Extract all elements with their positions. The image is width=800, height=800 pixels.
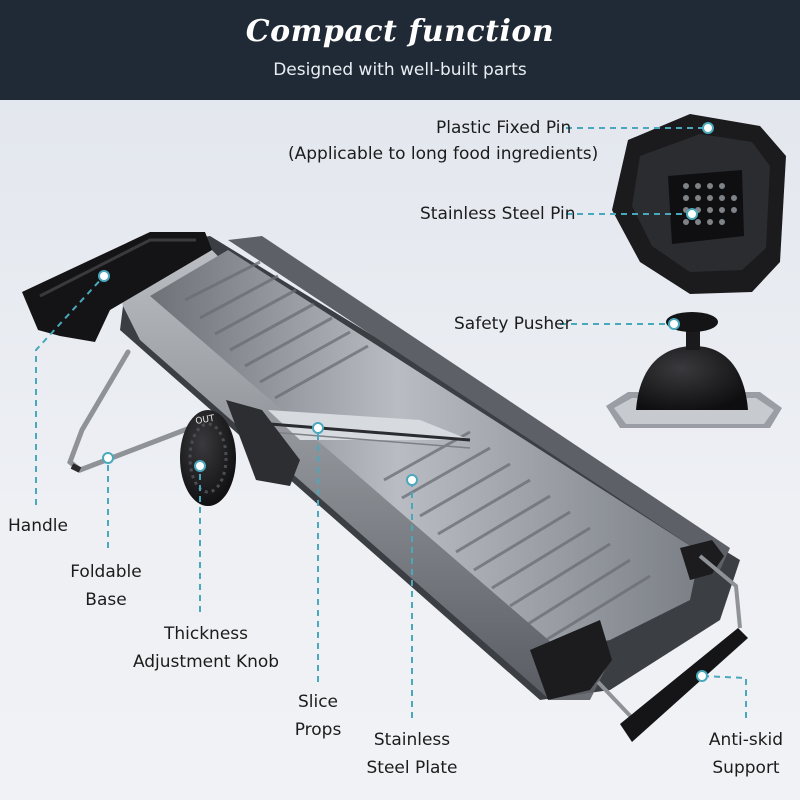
label-plastic-fixed-pin-note: (Applicable to long food ingredients) (288, 144, 599, 164)
leader-lines (35, 127, 747, 718)
label-handle: Handle (8, 516, 68, 536)
label-foldable-base-line1: Foldable (70, 562, 142, 582)
label-plastic-fixed-pin: Plastic Fixed Pin (436, 118, 572, 138)
dot-safety-pusher (668, 318, 680, 330)
label-safety-pusher: Safety Pusher (454, 314, 572, 334)
dot-anti-skid (696, 670, 708, 682)
slice-blade (269, 422, 471, 442)
label-steel-plate-line2: Steel Plate (366, 758, 458, 778)
label-foldable-base-line2: Base (85, 590, 127, 610)
leader-dots (98, 122, 714, 682)
label-thickness-knob-line2: Adjustment Knob (132, 652, 280, 672)
dot-steel-plate (406, 474, 418, 486)
knob-out-label: OUT (195, 414, 216, 427)
slicer-body (120, 236, 740, 700)
anti-skid-support (596, 554, 748, 742)
dot-handle (98, 270, 110, 282)
pin-grid (683, 183, 737, 225)
page-subtitle: Designed with well-built parts (273, 60, 527, 80)
label-steel-plate-line1: Stainless (373, 730, 451, 750)
leader-anti-skid (701, 675, 747, 718)
foldable-base-wire (67, 349, 219, 473)
label-slice-props-line1: Slice (297, 692, 339, 712)
pin-cap-inset (612, 114, 786, 294)
dot-foldable-base (102, 452, 114, 464)
stainless-steel-plate (150, 250, 700, 650)
label-anti-skid-line2: Support (712, 758, 780, 778)
dot-slice-props (312, 422, 324, 434)
dot-plastic-fixed-pin (702, 122, 714, 134)
header-banner (0, 0, 800, 100)
label-stainless-steel-pin: Stainless Steel Pin (420, 204, 576, 224)
leader-handle (35, 275, 105, 505)
thickness-adjustment-knob: OUT (180, 400, 300, 506)
label-thickness-knob-line1: Thickness (163, 624, 249, 644)
dot-stainless-steel-pin (686, 208, 698, 220)
safety-pusher-inset (606, 312, 782, 428)
label-anti-skid-line1: Anti-skid (708, 730, 784, 750)
dot-thickness-knob (194, 460, 206, 472)
page-title: Compact function (245, 14, 555, 49)
label-slice-props-line2: Props (294, 720, 342, 740)
